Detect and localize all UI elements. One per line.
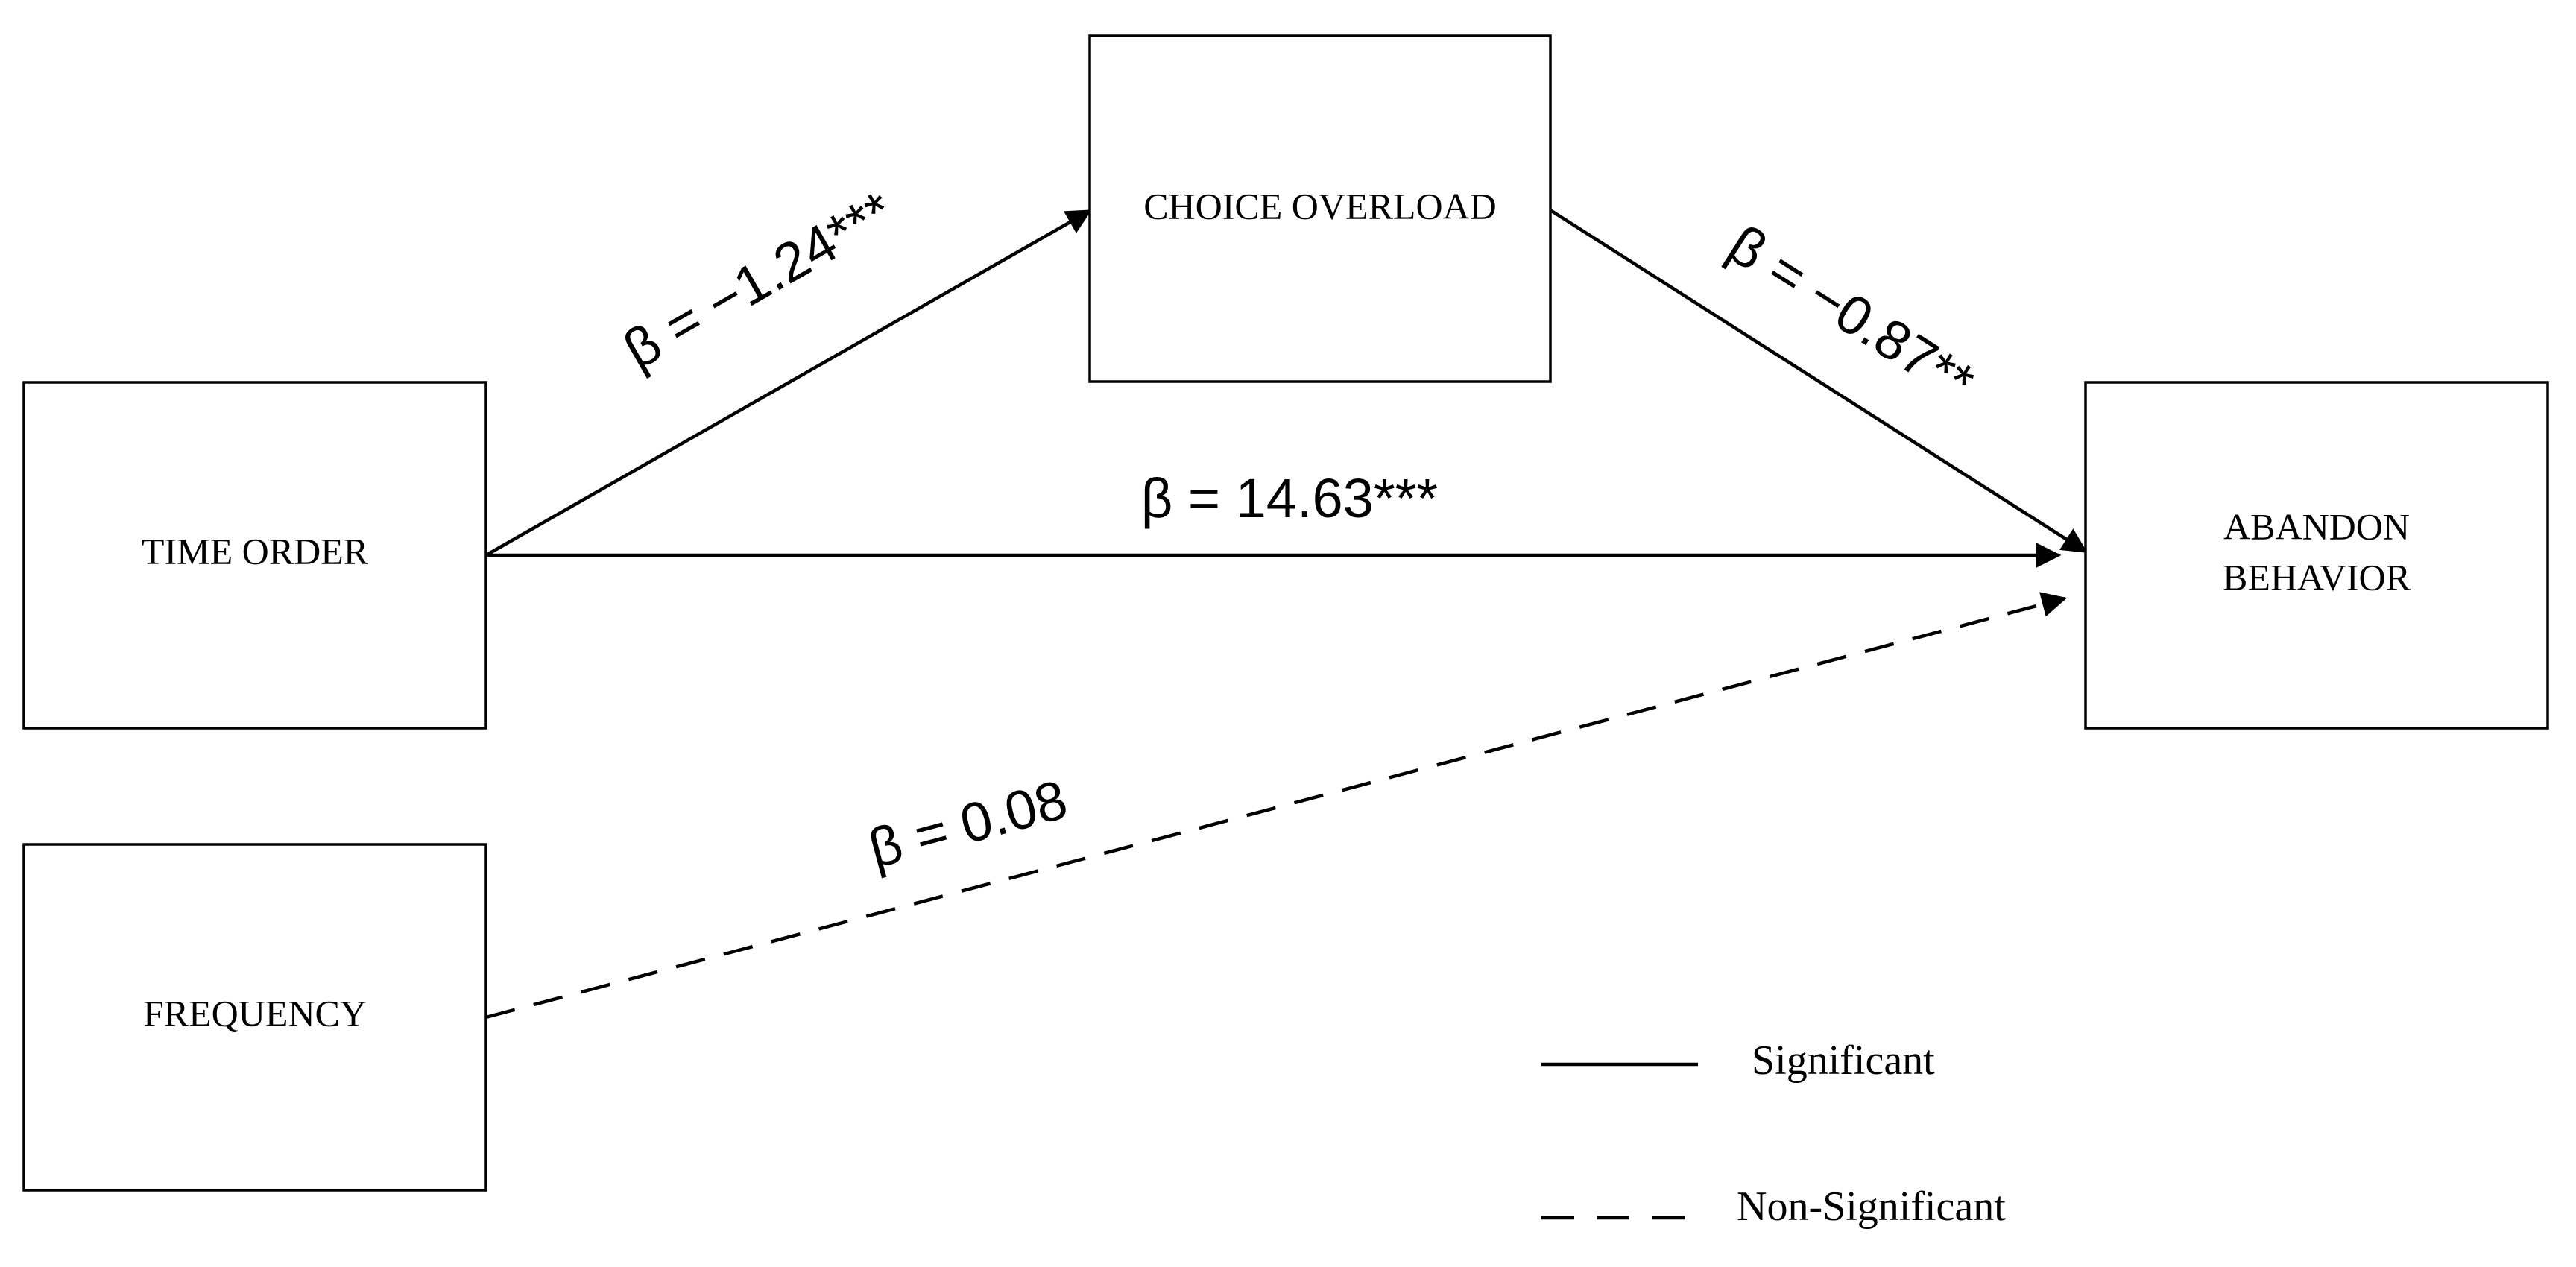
legend-significant-label: Significant (1752, 1037, 1935, 1084)
node-frequency: FREQUENCY (22, 843, 487, 1192)
node-label: TIME ORDER (142, 530, 369, 572)
node-label: FREQUENCY (143, 992, 367, 1034)
node-label-line2: BEHAVIOR (2223, 556, 2411, 598)
node-box (22, 381, 487, 730)
edge-label-time-to-choice: β = −1.24*** (613, 180, 903, 382)
edge-label-choice-to-abandon: β = −0.87** (1718, 213, 1985, 414)
edge-choice-to-abandon (1549, 209, 2088, 553)
edges (484, 209, 2088, 1020)
edge-label-frequency-to-abandon: β = 0.08 (862, 768, 1073, 879)
edge-label-time-to-abandon: β = 14.63*** (1141, 467, 1438, 529)
node-box (22, 843, 487, 1192)
node-box (2084, 381, 2549, 730)
node-time-order: TIME ORDER (22, 381, 487, 730)
legend: Significant Non-Significant (1541, 1037, 2006, 1230)
edge-time-to-choice (484, 209, 1092, 557)
node-abandon-behavior: ABANDON BEHAVIOR (2084, 381, 2549, 730)
legend-non-significant-label: Non-Significant (1737, 1184, 2006, 1230)
edge-frequency-to-abandon (485, 592, 2068, 1020)
node-label-line1: ABANDON (2223, 505, 2410, 547)
node-choice-overload: CHOICE OVERLOAD (1088, 34, 1552, 383)
node-label: CHOICE OVERLOAD (1143, 185, 1497, 227)
node-box (1088, 34, 1552, 383)
